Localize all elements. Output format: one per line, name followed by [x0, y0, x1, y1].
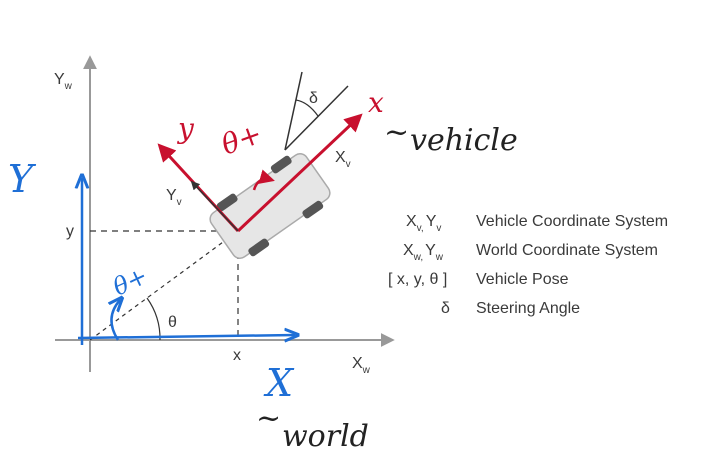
world-x-label: Xw [352, 355, 371, 376]
legend-symbol-world-frame: Xw,Yw [403, 242, 444, 263]
vehicle-x-label: Xv [335, 149, 351, 170]
legend-text-pose: Vehicle Pose [476, 271, 569, 288]
legend-text-world-frame: World Coordinate System [476, 242, 658, 259]
vehicle-y-label: Yv [166, 187, 182, 208]
legend-symbol-vehicle-frame: Xv,Yv [406, 213, 441, 234]
blue-rotation-arc [111, 300, 120, 341]
delta-arc [295, 99, 319, 117]
point-x-label: x [233, 347, 241, 364]
vehicle-note: vehicle [410, 123, 518, 158]
red-theta-annotation: θ+ [217, 117, 266, 162]
blue-x-annotation: X [263, 361, 295, 405]
vehicle-heading-line [284, 85, 349, 151]
vehicle-x-axis [236, 113, 363, 233]
tilde-vehicle: ~ [384, 115, 409, 150]
legend: Xv,Yv Vehicle Coordinate System Xw,Yw Wo… [388, 213, 668, 317]
red-y-annotation: y [176, 112, 195, 145]
blue-x-axis-stroke [77, 335, 295, 338]
theta-arc [146, 297, 161, 341]
delta-label: δ [309, 90, 318, 107]
legend-symbol-pose: [ x, y, θ ] [388, 271, 447, 288]
red-rotation-arc [252, 169, 275, 191]
blue-y-annotation: Y [8, 157, 37, 201]
legend-text-steering: Steering Angle [476, 300, 580, 317]
point-y-label: y [66, 223, 74, 240]
legend-text-vehicle-frame: Vehicle Coordinate System [476, 213, 668, 230]
legend-symbol-steering: δ [441, 300, 450, 317]
world-y-label: Yw [54, 71, 73, 92]
vehicle-y-axis-inner [190, 180, 239, 232]
world-note: world [282, 419, 369, 454]
tilde-world: ~ [256, 401, 281, 436]
vehicle-body [209, 153, 331, 259]
red-x-annotation: x [368, 86, 384, 119]
theta-label: θ [168, 314, 177, 331]
steering-direction-line [284, 71, 303, 151]
blue-theta-annotation: θ+ [109, 261, 152, 301]
origin-to-vehicle-line [89, 230, 239, 341]
